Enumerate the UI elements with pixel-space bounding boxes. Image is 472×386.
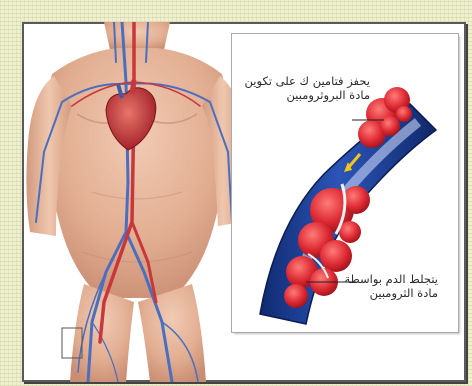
prothrombin-label: يحفز فتامين ك على تكوين مادة البروثرومبي… (242, 74, 370, 102)
thrombin-label: يتجلط الدم بواسطة مادة الثرومبين (322, 272, 438, 300)
prothrombin-label-line1: يحفز فتامين ك على تكوين (242, 74, 370, 88)
medical-illustration: يحفز فتامين ك على تكوين مادة البروثرومبي… (22, 22, 466, 382)
thrombin-label-line1: يتجلط الدم بواسطة (322, 272, 438, 286)
prothrombin-label-line2: مادة البروثرومبين (242, 88, 370, 102)
illustration-panel: يحفز فتامين ك على تكوين مادة البروثرومبي… (22, 22, 466, 382)
thrombin-label-line2: مادة الثرومبين (322, 286, 438, 300)
